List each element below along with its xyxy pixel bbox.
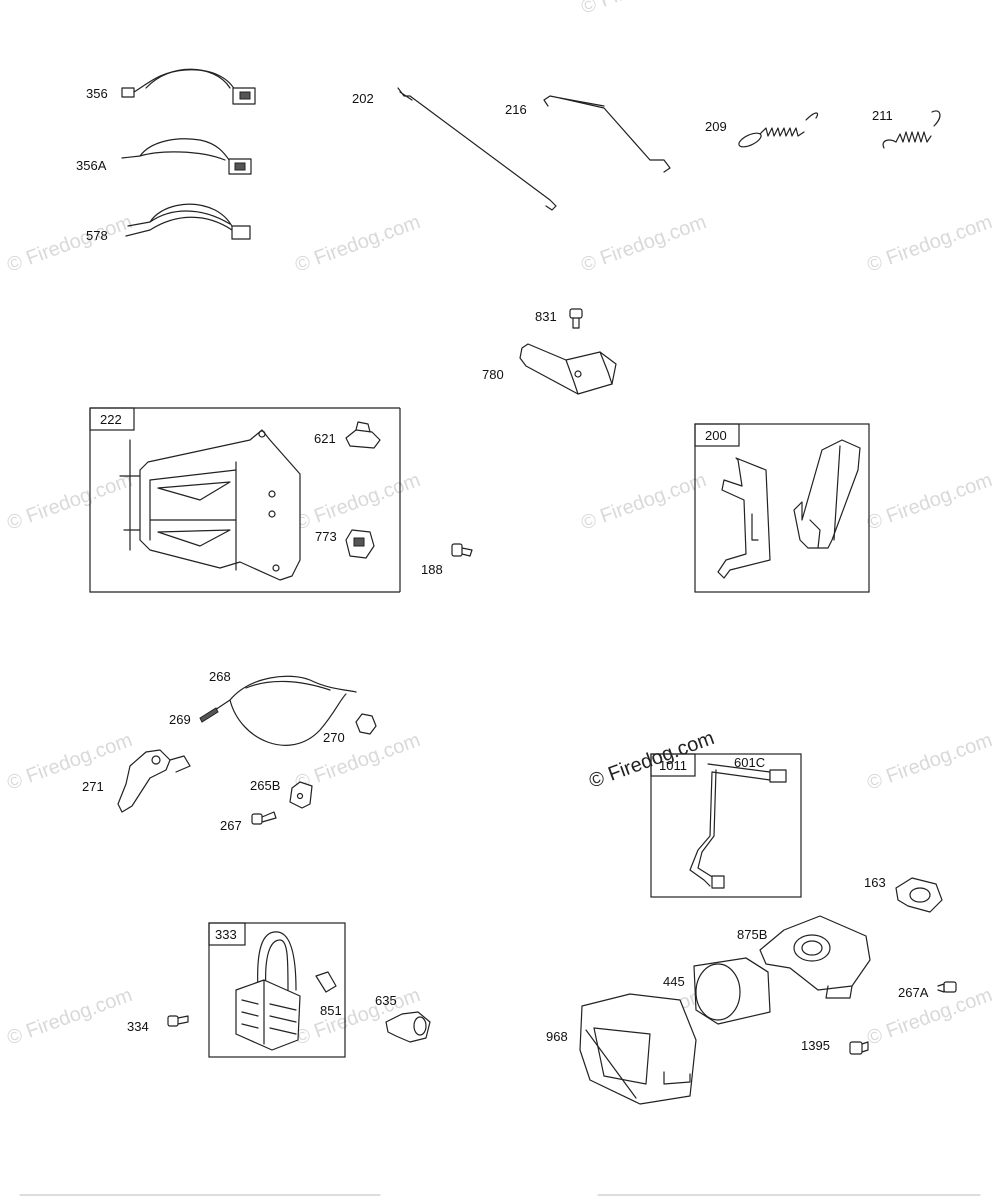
watermark: © Firedog.com — [292, 469, 423, 535]
watermark: © Firedog.com — [578, 211, 709, 277]
group-222: 222 — [89, 407, 401, 593]
watermark: © Firedog.com — [864, 729, 995, 795]
group-label-222: 222 — [100, 412, 122, 427]
part-188-screw[interactable] — [451, 543, 473, 557]
part-831-screw[interactable] — [569, 308, 583, 329]
part-271-lever[interactable] — [117, 749, 191, 813]
watermark: © Firedog.com — [864, 469, 995, 535]
part-label-269: 269 — [169, 712, 191, 727]
part-211-spring[interactable] — [882, 110, 941, 149]
part-333-armature[interactable] — [235, 931, 301, 1051]
part-label-601C: 601C — [734, 755, 765, 770]
part-356-harness[interactable] — [121, 68, 256, 105]
part-label-875B: 875B — [737, 927, 767, 942]
part-200-throttle-bracket[interactable] — [717, 439, 861, 579]
part-label-209: 209 — [705, 119, 727, 134]
part-1395-screw[interactable] — [849, 1041, 869, 1055]
part-label-267A: 267A — [898, 985, 929, 1000]
part-773-clip[interactable] — [345, 529, 375, 559]
part-label-578: 578 — [86, 228, 108, 243]
group-label-333: 333 — [215, 927, 237, 942]
watermark: © Firedog.com — [4, 729, 135, 795]
part-270-nut[interactable] — [355, 713, 377, 735]
part-label-188: 188 — [421, 562, 443, 577]
part-635-spark-boot[interactable] — [385, 1011, 431, 1043]
part-label-271: 271 — [82, 779, 104, 794]
part-label-270: 270 — [323, 730, 345, 745]
part-label-356A: 356A — [76, 158, 107, 173]
group-1011: 1011 — [650, 753, 802, 898]
part-label-334: 334 — [127, 1019, 149, 1034]
part-label-211: 211 — [872, 108, 893, 123]
part-label-780: 780 — [482, 367, 504, 382]
part-851-clip[interactable] — [315, 971, 337, 993]
watermark: © Firedog.com — [4, 211, 135, 277]
part-267A-screw[interactable] — [937, 981, 957, 993]
part-label-635: 635 — [375, 993, 397, 1008]
part-875B-base[interactable] — [759, 915, 871, 999]
part-label-831: 831 — [535, 309, 557, 324]
part-label-216: 216 — [505, 102, 527, 117]
part-label-202: 202 — [352, 91, 374, 106]
part-202-link-rod[interactable] — [397, 87, 557, 211]
part-267-screw[interactable] — [251, 811, 277, 825]
part-265B-clamp[interactable] — [289, 781, 313, 809]
part-222-control-bracket[interactable] — [119, 429, 301, 581]
part-621-clip[interactable] — [345, 421, 381, 449]
part-label-356: 356 — [86, 86, 108, 101]
watermark: © Firedog.com — [292, 729, 423, 795]
part-268-cable[interactable] — [199, 675, 357, 746]
part-label-968: 968 — [546, 1029, 568, 1044]
watermark: © Firedog.com — [4, 984, 135, 1050]
watermark-main: © Firedog.com — [586, 727, 717, 793]
part-label-621: 621 — [314, 431, 336, 446]
group-200: 200 — [694, 423, 870, 593]
watermark: © Firedog.com — [292, 211, 423, 277]
part-label-268: 268 — [209, 669, 231, 684]
part-label-851: 851 — [320, 1003, 342, 1018]
part-356A-harness[interactable] — [121, 138, 252, 175]
part-334-screw[interactable] — [167, 1015, 189, 1027]
watermark: © Firedog.com — [864, 211, 995, 277]
part-label-445: 445 — [663, 974, 685, 989]
part-578-harness[interactable] — [125, 203, 251, 240]
part-label-773: 773 — [315, 529, 337, 544]
part-780-bracket[interactable] — [519, 343, 617, 395]
part-209-spring[interactable] — [737, 112, 819, 150]
watermark: © Firedog.com — [4, 469, 135, 535]
part-968-cover[interactable] — [579, 993, 697, 1105]
group-label-200: 200 — [705, 428, 727, 443]
group-label-1011: 1011 — [659, 758, 687, 773]
part-445-filter[interactable] — [693, 957, 771, 1025]
part-label-163: 163 — [864, 875, 886, 890]
group-333: 333 — [208, 922, 346, 1058]
part-label-1395: 1395 — [801, 1038, 830, 1053]
part-216-link-rod[interactable] — [543, 95, 671, 173]
part-601C-hose[interactable] — [689, 763, 787, 889]
part-label-267: 267 — [220, 818, 242, 833]
watermark: © Firedog.com — [578, 0, 709, 19]
watermark: © Firedog.com — [578, 469, 709, 535]
watermark: © Firedog.com — [864, 984, 995, 1050]
part-163-gasket[interactable] — [895, 877, 943, 913]
part-label-265B: 265B — [250, 778, 280, 793]
